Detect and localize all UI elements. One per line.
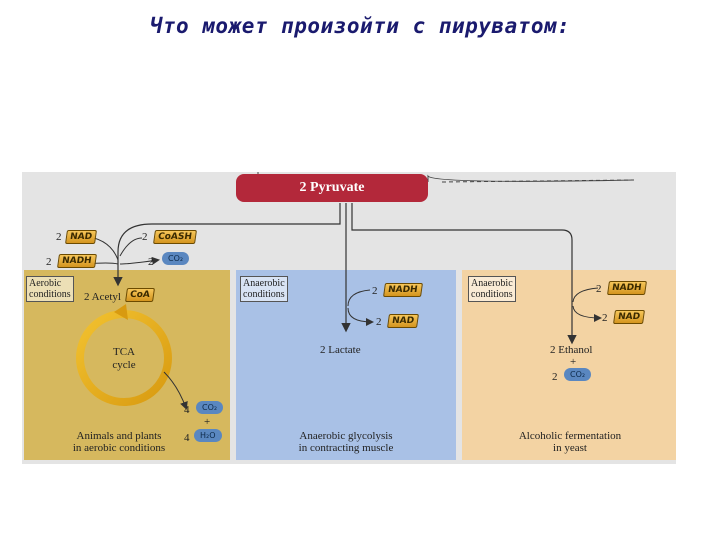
arrow-to-ethanol [351,203,577,345]
tca-co2-blob: CO₂ [196,401,224,414]
coash-coef: 2 [142,231,148,243]
ethanol-caption: Alcoholic fermentation in yeast [518,430,622,454]
ethanol-nad-tag: NAD [613,310,645,324]
ethanol-nadh-tag: NADH [607,281,647,295]
diagram-graphics [24,172,676,460]
ethanol-product: 2 Ethanol [550,344,593,356]
ethanol-nadh-coef: 2 [596,283,602,295]
tca-h2o-coef: 4 [184,432,190,444]
lactate-nad-coef: 2 [376,316,382,328]
tca-cycle-label: TCA cycle [112,346,136,371]
lactate-caption: Anaerobic glycolysis in contracting musc… [298,430,394,454]
aerobic-caption: Animals and plants in aerobic conditions [72,430,166,454]
ethanol-co2-blob: CO₂ [564,368,592,381]
nadh-tag: NADH [57,254,97,268]
aerobic-conditions-label: Aerobic conditions [26,276,74,302]
acetyl-label: 2 Acetyl [84,291,121,303]
tca-cycle-arrowhead [114,304,128,320]
tca-plus: + [204,416,211,428]
pyruvate-fate-diagram: 2 Pyruvate 2 NAD 2 NADH 2 CoASH 2 CO₂ Ae… [22,172,676,464]
ethanol-conditions-label: Anaerobic conditions [468,276,516,302]
nadh-coef: 2 [46,256,52,268]
lactate-nadh-coef: 2 [372,285,378,297]
pyruvate-box: 2 Pyruvate [236,174,428,202]
ethanol-plus: + [570,356,577,368]
lactate-nadh-tag: NADH [383,283,423,297]
tca-co2-coef: 4 [184,404,190,416]
co2-coef: 2 [148,256,154,268]
nad-coef: 2 [56,231,62,243]
nad-tag: NAD [65,230,97,244]
ethanol-nad-coef: 2 [602,312,608,324]
acetyl-coa-tag: CoA [125,288,155,302]
curve-ethanol-nad [572,305,602,322]
coash-tag: CoASH [153,230,197,244]
co2-blob: CO₂ [162,252,190,265]
curve-co2 [119,256,160,265]
curve-lactate-nad [347,307,374,326]
lactate-product: 2 Lactate [320,344,361,356]
curve-lactate-nadh [347,289,371,307]
lactate-conditions-label: Anaerobic conditions [240,276,288,302]
lactate-nad-tag: NAD [387,314,419,328]
slide-title: Что может произойти с пируватом: [149,14,571,38]
arrow-to-acetyl [113,203,341,287]
ethanol-co2-coef: 2 [552,371,558,383]
tca-h2o-blob: H₂O [194,429,222,442]
curve-ethanol-nadh [572,287,599,303]
curve-coash [119,237,143,257]
tca-output-arrow [163,371,188,410]
